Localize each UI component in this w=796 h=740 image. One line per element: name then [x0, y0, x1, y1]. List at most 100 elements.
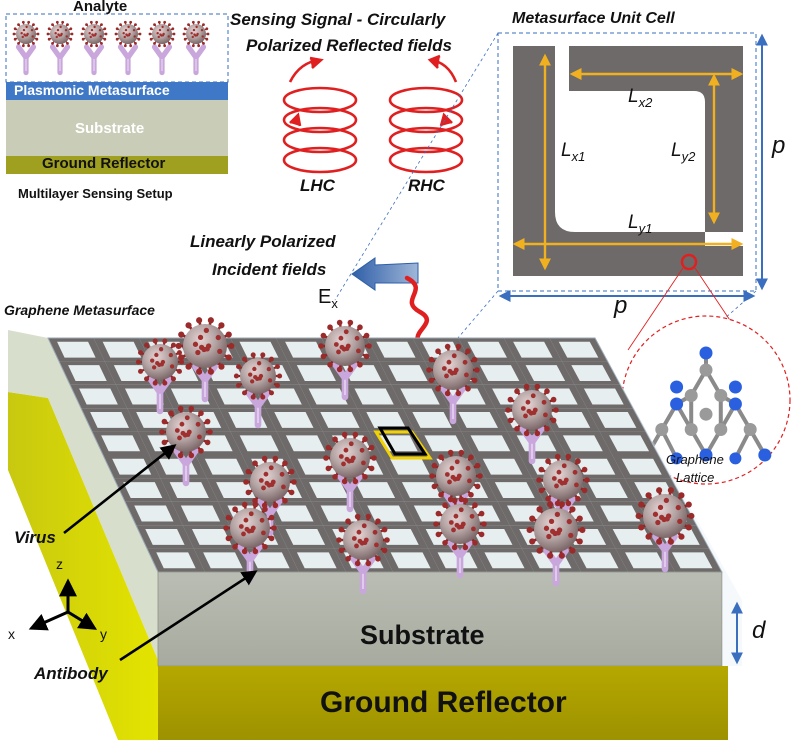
inset-substrate-label: Substrate [75, 120, 145, 137]
substrate-label: Substrate [360, 620, 485, 650]
virus [426, 343, 480, 397]
antibody [185, 44, 207, 76]
highlighted-unit-cell [373, 426, 433, 460]
lattice-atom-gray [714, 389, 728, 402]
metasurface-cell-opening [239, 435, 279, 452]
metasurface-cell-opening [621, 458, 662, 475]
virus [336, 513, 390, 567]
virus [429, 449, 483, 503]
graphene-lattice-zoom [621, 315, 791, 485]
virus [114, 20, 142, 48]
antibody [117, 44, 139, 76]
field-ex-label: Ex [318, 286, 338, 311]
lattice-label-line2: Lattice [676, 470, 715, 485]
metasurface-cell-opening [216, 482, 256, 499]
metasurface-cell-opening [203, 552, 243, 569]
metasurface-cell-opening [467, 341, 507, 358]
metasurface-cell-opening [124, 388, 164, 405]
inset-plasmonic-label: Plasmonic Metasurface [14, 82, 170, 98]
metasurface-cell-opening [102, 341, 142, 358]
lattice-atom-gray [714, 423, 728, 436]
metasurface-cell-opening [571, 365, 612, 382]
lhc-helix [282, 56, 358, 174]
virus [433, 497, 487, 551]
metasurface-cell-opening [68, 365, 107, 382]
metasurface-cell-opening [562, 435, 603, 452]
period-label-bottom: p [614, 292, 628, 319]
metasurface-cell-opening [366, 411, 406, 428]
metasurface-cell-opening [250, 552, 290, 569]
metasurface-cell-opening [239, 341, 279, 358]
ly1-label: Ly1 [628, 212, 653, 236]
unit-cell-title: Metasurface Unit Cell [512, 10, 675, 27]
metasurface-cell-opening [156, 552, 196, 569]
rhc-helix [388, 54, 464, 174]
ground-reflector-label: Ground Reflector [320, 686, 567, 719]
axis-z-label: z [56, 556, 63, 572]
metasurface-cell-opening [101, 435, 141, 452]
lhc-label: LHC [300, 176, 335, 195]
incident-field-arrow [351, 257, 419, 291]
incident-label-line1: Linearly Polarized [190, 232, 336, 251]
virus [223, 501, 277, 555]
inset-plasmonic-layer [6, 82, 228, 100]
bio-layer [135, 317, 695, 595]
inset-substrate-layer [6, 100, 228, 156]
metasurface-cell-opening [494, 482, 535, 499]
virus [175, 317, 235, 375]
metasurface-cell-opening [558, 341, 599, 358]
virus [318, 319, 372, 373]
metasurface-cell-opening [470, 435, 511, 452]
coordinate-axes [28, 578, 98, 631]
inset-ground-layer [6, 156, 228, 174]
metasurface-cell-opening [57, 341, 96, 358]
virus [12, 20, 40, 48]
dimension-lines [512, 53, 744, 271]
metasurface-cell-opening [587, 482, 628, 499]
lattice-atom-gray [684, 423, 698, 436]
virus [148, 20, 176, 48]
virus-label: Virus [14, 528, 56, 547]
metasurface-cell-opening [285, 341, 325, 358]
metasurface-cell-opening [458, 411, 499, 428]
virus [536, 453, 590, 507]
metasurface-cell-opening [296, 552, 337, 569]
signal-title-line1: Sensing Signal - Circularly [230, 10, 446, 29]
metasurface-cell-opening [296, 365, 336, 382]
lattice-atom-gray [655, 423, 669, 436]
lattice-atom-gray [743, 423, 757, 436]
virus [323, 431, 377, 485]
metasurface-cell-opening [400, 388, 440, 405]
multilayer-inset [5, 13, 229, 174]
ly2-label: Ly2 [671, 140, 696, 164]
lattice-atom-blue [699, 448, 713, 462]
virus [80, 20, 108, 48]
metasurface-cell-opening [424, 435, 464, 452]
unit-cell-panel [497, 32, 757, 292]
metasurface-cell-opening [274, 505, 314, 522]
lattice-atom-blue [728, 380, 742, 394]
antibody-label: Antibody [34, 664, 108, 683]
inset-analyte-label: Analyte [73, 0, 128, 15]
lattice-atom-blue [670, 380, 684, 394]
lattice-label-line1: Graphene [666, 452, 724, 467]
virus [526, 501, 586, 559]
axis-y-label: y [100, 626, 107, 642]
lattice-atom-blue [670, 452, 683, 465]
virus [182, 20, 210, 48]
metasurface-cell-opening [513, 341, 553, 358]
metasurface-cell-opening [79, 388, 118, 405]
lattice-atom-blue [699, 346, 713, 360]
pointer-arrows [63, 444, 258, 662]
metasurface-cell-opening [367, 505, 407, 522]
lattice-atom-blue [728, 397, 742, 411]
metasurface-cell-opening [550, 411, 591, 428]
rhc-label: RHC [408, 176, 445, 195]
metasurface-cell-opening [612, 528, 653, 545]
metasurface-cell-opening [482, 458, 523, 475]
antibody [49, 44, 71, 76]
metasurface-cell-opening [609, 435, 650, 452]
signal-title-line2: Polarized Reflected fields [246, 36, 452, 55]
metasurface-cell-opening [180, 505, 221, 522]
metasurface-cell-opening [525, 365, 566, 382]
